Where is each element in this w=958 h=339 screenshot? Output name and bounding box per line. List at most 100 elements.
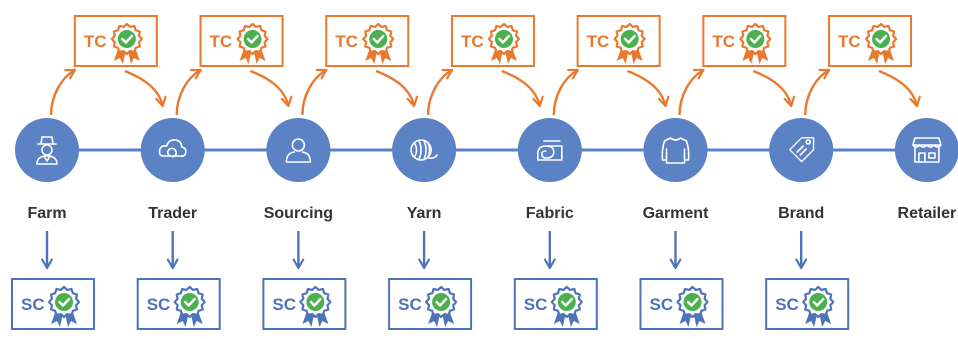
arrow-from-transaction-certificate xyxy=(375,69,419,108)
stage-node-retailer xyxy=(894,118,958,182)
stage-circle xyxy=(643,118,708,182)
certificate-label: SC xyxy=(775,295,799,314)
certificate-label: SC xyxy=(524,295,548,314)
stage-label: Brand xyxy=(778,205,824,222)
check-badge xyxy=(117,30,136,48)
stage-node-sourcing xyxy=(266,118,331,182)
scope-certificate-1: SC xyxy=(11,278,95,330)
stage-label: Farm xyxy=(27,205,66,222)
award-rosette-icon xyxy=(802,285,835,327)
stage-circle xyxy=(140,118,205,182)
arrow-to-transaction-certificate xyxy=(678,68,705,116)
scope-certificate-2: SC xyxy=(136,278,221,330)
scope-certificate-7: SC xyxy=(765,278,850,330)
stage-label: Yarn xyxy=(407,205,442,222)
transaction-certificate-3: TC xyxy=(325,15,410,67)
certificate-label: TC xyxy=(210,32,233,51)
arrow-from-transaction-certificate xyxy=(501,69,544,108)
stage-node-fabric xyxy=(517,118,582,182)
stage-circle xyxy=(517,118,582,182)
award-rosette-icon xyxy=(676,285,709,327)
arrow-to-transaction-certificate xyxy=(175,68,202,116)
check-badge xyxy=(306,293,325,311)
check-icon xyxy=(372,34,385,44)
stage-node-farm xyxy=(15,118,79,182)
check-icon xyxy=(561,297,573,307)
certificate-label: SC xyxy=(272,295,296,314)
certificate-label: TC xyxy=(838,32,861,51)
stage-circle xyxy=(392,118,457,182)
certificate-label: TC xyxy=(587,32,610,51)
scope-certificate-4: SC xyxy=(388,278,473,330)
arrow-to-transaction-certificate xyxy=(804,68,831,116)
check-icon xyxy=(246,34,259,44)
stage-label: Sourcing xyxy=(264,205,333,222)
check-badge xyxy=(180,293,199,311)
certificate-label: SC xyxy=(398,295,422,314)
stage-label: Retailer xyxy=(898,205,957,222)
transaction-certificate-4: TC xyxy=(450,15,535,67)
sweater-icon xyxy=(661,137,690,164)
stage-node-brand xyxy=(769,118,834,182)
check-icon xyxy=(121,34,134,44)
transaction-certificate-2: TC xyxy=(199,15,284,67)
award-rosette-icon xyxy=(550,285,583,327)
stage-label: Trader xyxy=(148,205,197,222)
scope-certificate-6: SC xyxy=(639,278,724,330)
check-badge xyxy=(55,293,73,311)
check-badge xyxy=(620,30,639,48)
award-rosette-icon xyxy=(739,22,772,64)
stage-circle xyxy=(769,118,834,182)
check-icon xyxy=(183,297,196,307)
check-badge xyxy=(683,293,702,311)
check-badge xyxy=(243,30,262,48)
award-rosette-icon xyxy=(864,22,898,64)
tag-icon xyxy=(789,137,815,163)
check-badge xyxy=(432,293,451,311)
certificate-label: TC xyxy=(84,32,107,51)
scope-certificate-5: SC xyxy=(513,278,598,330)
stage-node-yarn xyxy=(392,118,457,182)
person-icon xyxy=(285,138,312,163)
check-badge xyxy=(746,30,765,48)
cloud-icon xyxy=(158,139,187,158)
stage-label: Garment xyxy=(643,205,709,222)
check-badge xyxy=(872,30,891,48)
check-icon xyxy=(309,297,322,307)
check-badge xyxy=(369,30,388,48)
stage-circle xyxy=(15,118,79,182)
certificate-label: TC xyxy=(712,32,735,51)
award-rosette-icon xyxy=(613,22,646,64)
check-icon xyxy=(812,297,825,307)
check-icon xyxy=(498,34,511,44)
check-icon xyxy=(686,297,699,307)
arrow-from-transaction-certificate xyxy=(124,69,167,108)
arrow-to-transaction-certificate xyxy=(49,68,77,116)
check-icon xyxy=(435,297,448,307)
certificate-label: SC xyxy=(650,295,674,314)
arrow-from-transaction-certificate xyxy=(627,69,670,108)
check-icon xyxy=(623,34,636,44)
certificate-label: TC xyxy=(335,32,358,51)
certificate-label: TC xyxy=(461,32,484,51)
scope-certificate-3: SC xyxy=(262,278,347,330)
stage-node-garment xyxy=(643,118,708,182)
stage-node-trader xyxy=(140,118,205,182)
store-icon xyxy=(912,137,942,163)
farmer-icon xyxy=(36,136,58,165)
yarn-icon xyxy=(410,139,438,161)
award-rosette-icon xyxy=(236,22,269,64)
award-rosette-icon xyxy=(425,285,458,327)
arrow-from-transaction-certificate xyxy=(878,69,921,108)
award-rosette-icon xyxy=(47,285,81,327)
check-icon xyxy=(58,297,71,307)
arrow-to-transaction-certificate xyxy=(301,68,328,116)
check-icon xyxy=(749,34,762,44)
arrow-to-transaction-certificate xyxy=(426,68,454,116)
transaction-certificate-6: TC xyxy=(702,15,787,67)
award-rosette-icon xyxy=(299,285,332,327)
transaction-certificate-5: TC xyxy=(576,15,661,67)
arrow-from-transaction-certificate xyxy=(752,69,796,108)
check-badge xyxy=(494,30,513,48)
